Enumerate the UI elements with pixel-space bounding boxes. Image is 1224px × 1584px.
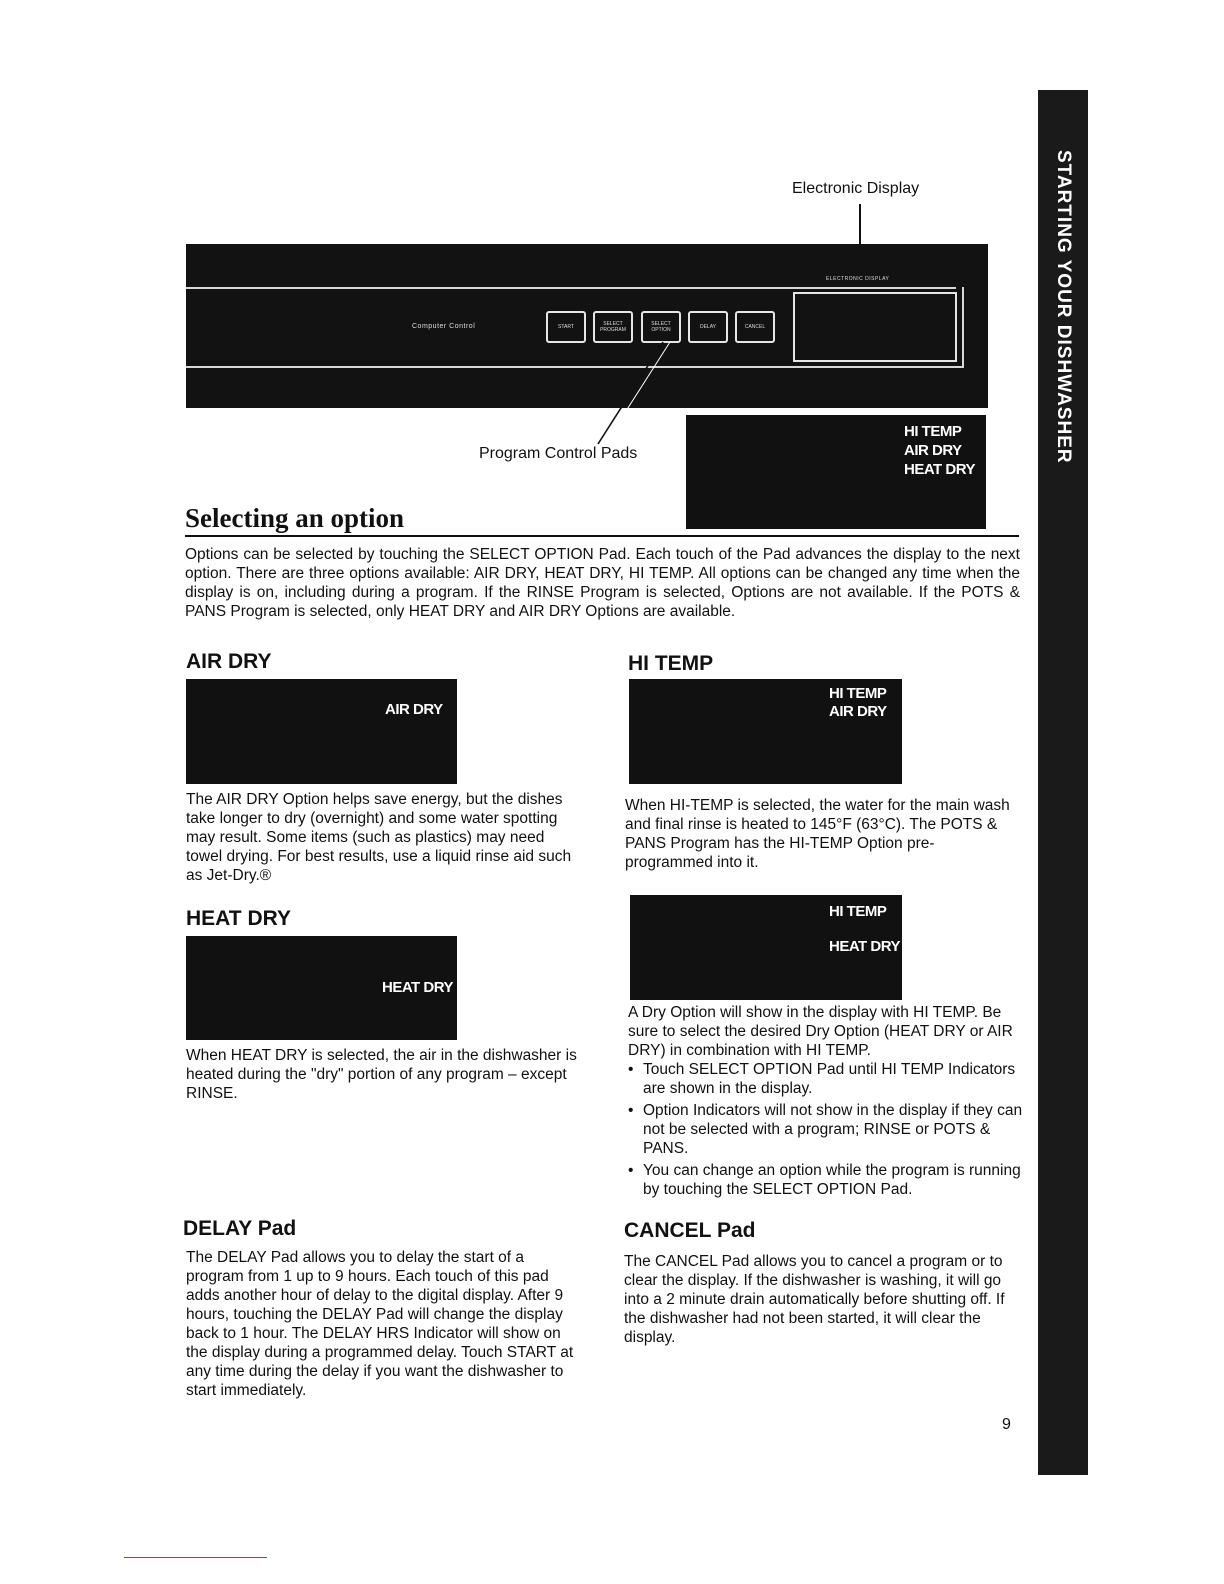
control-panel	[186, 244, 988, 408]
select-program-pad[interactable]: SELECT PROGRAM	[593, 311, 633, 343]
program-pads-leader	[597, 341, 671, 445]
delay-text: The DELAY Pad allows you to delay the st…	[186, 1249, 574, 1399]
side-tab: STARTING YOUR DISHWASHER	[1038, 90, 1088, 1475]
bullet-item: You can change an option while the progr…	[625, 1161, 1023, 1199]
heat-dry-display-line: HEAT DRY	[382, 979, 454, 996]
display-all-options: HI TEMP AIR DRY HEAT DRY	[686, 415, 986, 529]
air-dry-display: AIR DRY	[186, 679, 457, 784]
hi-temp-display-line-1: HI TEMP	[829, 685, 887, 702]
delay-heading: DELAY Pad	[183, 1217, 297, 1240]
display-caption: ELECTRONIC DISPLAY	[826, 276, 890, 282]
page-number: 9	[1002, 1416, 1011, 1433]
hi-heat-display-line-1: HI TEMP	[829, 903, 887, 920]
display-line-air-dry: AIR DRY	[904, 442, 962, 459]
electronic-display-window	[793, 292, 957, 362]
intro-text: Options can be selected by touching the …	[185, 546, 1020, 620]
panel-brand-text: Computer Control	[412, 323, 476, 330]
air-dry-heading: AIR DRY	[186, 650, 272, 673]
hi-temp-heading: HI TEMP	[628, 652, 714, 675]
bullet-item: Option Indicators will not show in the d…	[625, 1101, 1023, 1158]
display-line-heat-dry: HEAT DRY	[904, 461, 976, 478]
cancel-heading: CANCEL Pad	[624, 1219, 756, 1242]
program-pads-callout: Program Control Pads	[479, 445, 638, 462]
air-dry-text: The AIR DRY Option helps save energy, bu…	[186, 791, 572, 884]
hi-temp-display-line-2: AIR DRY	[829, 703, 887, 720]
hi-heat-text: A Dry Option will show in the display wi…	[628, 1004, 1013, 1059]
display-line-hi-temp: HI TEMP	[904, 423, 962, 440]
heat-dry-text: When HEAT DRY is selected, the air in th…	[186, 1047, 577, 1102]
cancel-pad[interactable]: CANCEL	[735, 311, 775, 343]
section-title: Selecting an option	[185, 503, 405, 533]
delay-pad[interactable]: DELAY	[688, 311, 728, 343]
hi-heat-bullets: Touch SELECT OPTION Pad until HI TEMP In…	[625, 1060, 1023, 1202]
panel-trim-top	[186, 287, 956, 289]
cancel-text: The CANCEL Pad allows you to cancel a pr…	[624, 1253, 1005, 1346]
section-rule	[185, 535, 1019, 537]
panel-trim-bottom	[186, 366, 964, 368]
panel-trim-right	[962, 287, 964, 368]
electronic-display-leader	[859, 204, 861, 260]
start-pad[interactable]: START	[546, 311, 586, 343]
side-tab-label: STARTING YOUR DISHWASHER	[1053, 150, 1074, 464]
hi-temp-heat-dry-display: HI TEMP HEAT DRY	[630, 895, 902, 1000]
heat-dry-heading: HEAT DRY	[186, 907, 291, 930]
heat-dry-display: HEAT DRY	[186, 936, 457, 1040]
hi-temp-text: When HI-TEMP is selected, the water for …	[625, 797, 1010, 871]
air-dry-display-line: AIR DRY	[385, 701, 443, 718]
bullet-item: Touch SELECT OPTION Pad until HI TEMP In…	[625, 1060, 1023, 1098]
hi-temp-display: HI TEMP AIR DRY	[629, 679, 902, 784]
hi-heat-display-line-2: HEAT DRY	[829, 938, 901, 955]
select-option-pad[interactable]: SELECT OPTION	[641, 311, 681, 343]
electronic-display-callout: Electronic Display	[792, 180, 920, 197]
footnote-rule	[124, 1557, 267, 1558]
